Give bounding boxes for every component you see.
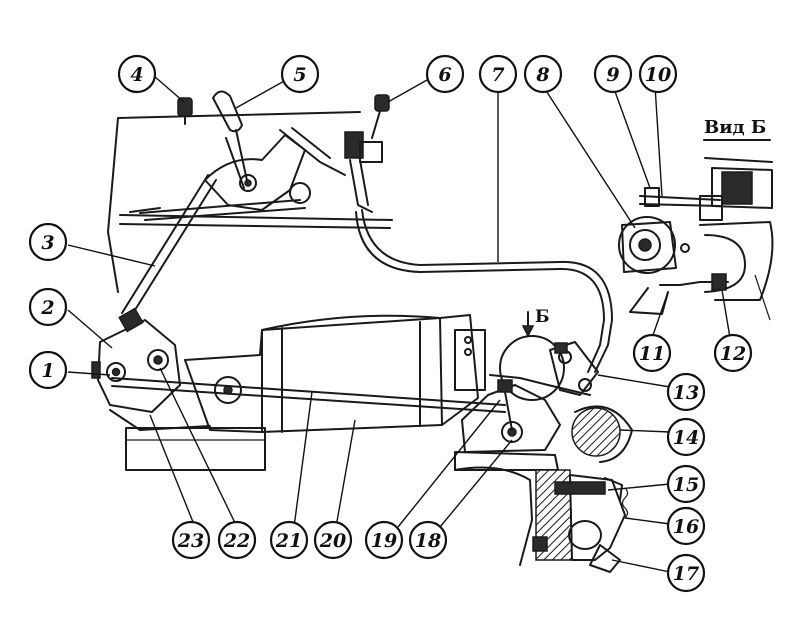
callout-14-label: 14 xyxy=(673,427,699,449)
callout-1: 1 xyxy=(28,350,68,390)
callout-13-label: 13 xyxy=(673,382,699,404)
callout-18-label: 18 xyxy=(415,530,441,552)
callout-7-label: 7 xyxy=(491,64,504,86)
callout-19: 19 xyxy=(364,520,404,560)
callout-11: 11 xyxy=(632,333,672,373)
cable-7 xyxy=(355,209,613,373)
callout-23-label: 23 xyxy=(177,530,204,552)
cylinder-20 xyxy=(184,314,486,433)
callout-16-label: 16 xyxy=(673,516,699,538)
callout-4: 4 xyxy=(117,54,157,94)
callout-10-label: 10 xyxy=(645,64,671,86)
left-bracket xyxy=(91,307,211,431)
callout-6-label: 6 xyxy=(438,64,451,86)
callout-9-label: 9 xyxy=(606,64,619,86)
view-arrow: Б xyxy=(521,307,550,338)
control-frame xyxy=(107,111,393,293)
callout-18: 18 xyxy=(408,520,448,560)
callout-6: 6 xyxy=(425,54,465,94)
callout-19-label: 19 xyxy=(371,530,397,552)
callout-23: 23 xyxy=(171,520,211,560)
callout-14: 14 xyxy=(666,417,706,457)
callout-3-label: 3 xyxy=(41,232,54,254)
callout-4-label: 4 xyxy=(130,64,143,86)
callout-3: 3 xyxy=(28,222,68,262)
callout-2: 2 xyxy=(28,287,68,327)
callout-17: 17 xyxy=(666,553,706,593)
knob-6-bracket xyxy=(344,94,390,213)
callouts: 1 2 3 4 5 6 7 8 9 10 11 12 13 14 15 16 1… xyxy=(28,54,753,593)
view-b-label: Вид Б xyxy=(704,117,766,138)
callout-20: 20 xyxy=(313,520,353,560)
callout-16: 16 xyxy=(666,506,706,546)
callout-5: 5 xyxy=(280,54,320,94)
callout-22-label: 22 xyxy=(223,530,250,552)
callout-9: 9 xyxy=(593,54,633,94)
callout-15: 15 xyxy=(666,464,706,504)
callout-17-label: 17 xyxy=(673,563,699,585)
view-b-detail xyxy=(618,157,774,321)
rod-3 xyxy=(121,174,217,319)
callout-12: 12 xyxy=(713,333,753,373)
callout-21: 21 xyxy=(269,520,309,560)
callout-5-label: 5 xyxy=(293,64,306,86)
callout-20-label: 20 xyxy=(319,530,346,552)
right-mechanism xyxy=(454,335,633,471)
callout-13: 13 xyxy=(666,372,706,412)
callout-7: 7 xyxy=(478,54,518,94)
lower-housing xyxy=(454,466,629,573)
knob-4 xyxy=(177,97,193,125)
view-b-label-group: Вид Б xyxy=(703,117,771,141)
base-plate xyxy=(125,427,266,471)
callout-8-label: 8 xyxy=(535,64,549,86)
callout-21-label: 21 xyxy=(275,530,302,552)
callout-8: 8 xyxy=(523,54,563,94)
gear-lever xyxy=(204,90,346,211)
rod-21 xyxy=(111,377,506,413)
arrow-label: Б xyxy=(535,307,550,327)
callout-10: 10 xyxy=(638,54,678,94)
callout-2-label: 2 xyxy=(40,297,54,319)
leader-lines xyxy=(67,75,731,573)
callout-1-label: 1 xyxy=(41,360,54,382)
callout-11-label: 11 xyxy=(639,343,665,365)
callout-22: 22 xyxy=(217,520,257,560)
callout-15-label: 15 xyxy=(673,474,699,496)
callout-12-label: 12 xyxy=(720,343,746,365)
